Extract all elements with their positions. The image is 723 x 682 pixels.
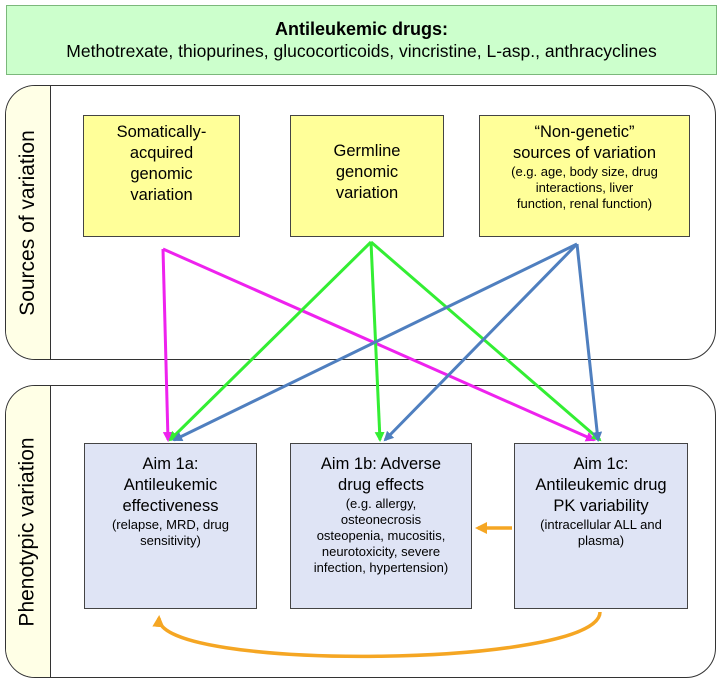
aim-1c-box: Aim 1c: Antileukemic drug PK variability…: [514, 443, 688, 609]
aim1b-detail-5: infection, hypertension): [313, 560, 449, 575]
nongenetic-line-1: “Non-genetic”: [534, 123, 635, 141]
somatic-line-2: acquired: [129, 144, 194, 162]
aim1a-line-3: effectiveness: [122, 497, 219, 515]
aim1b-line-1: Aim 1b: Adverse: [320, 455, 442, 473]
aim1b-detail-2: osteonecrosis: [340, 512, 422, 527]
aim1a-detail-1: (relapse, MRD, drug: [111, 517, 230, 532]
nongenetic-to-aim1c-arrow: [575, 243, 603, 442]
aim1b-detail-4: neurotoxicity, severe: [321, 544, 441, 559]
somatic-line-1: Somatically-: [116, 123, 207, 141]
germline-line-1: Germline: [333, 142, 401, 160]
aim1c-detail-2: plasma): [577, 533, 625, 548]
nongenetic-to-aim1a-arrow: [172, 242, 578, 442]
germline-to-aim1c-arrow: [370, 240, 602, 442]
germline-variation-box: Germline genomic variation: [290, 115, 444, 237]
somatic-variation-box: Somatically- acquired genomic variation: [83, 115, 240, 237]
somatic-to-aim1a-arrow: [161, 248, 173, 442]
nongenetic-detail-3: function, renal function): [516, 196, 653, 211]
nongenetic-line-2: sources of variation: [512, 144, 657, 162]
banner-drug-list: Methotrexate, thiopurines, glucocorticoi…: [66, 41, 657, 61]
sources-side-strip: [6, 86, 51, 359]
aim1a-line-2: Antileukemic: [123, 476, 218, 494]
aim1c-line-2: Antileukemic drug: [535, 476, 667, 494]
antileukemic-drugs-banner: Antileukemic drugs: Methotrexate, thiopu…: [6, 5, 717, 75]
aim1b-detail-3: osteopenia, mucositis,: [316, 528, 446, 543]
aim1c-to-aim1a-curved-arrow: [152, 611, 602, 659]
aim-1b-box: Aim 1b: Adverse drug effects (e.g. aller…: [290, 443, 472, 609]
nongenetic-detail-2: interactions, liver: [535, 180, 634, 195]
somatic-line-4: variation: [130, 186, 193, 204]
phenotypic-side-strip: [6, 386, 51, 677]
aim1a-line-1: Aim 1a:: [142, 455, 199, 473]
banner-title: Antileukemic drugs:: [274, 19, 449, 39]
nongenetic-detail-1: (e.g. age, body size, drug: [511, 164, 658, 179]
aim1c-detail-1: (intracellular ALL and: [540, 517, 662, 532]
aim-1a-box: Aim 1a: Antileukemic effectiveness (rela…: [84, 443, 257, 609]
germline-to-aim1a-arrow: [168, 240, 373, 442]
non-genetic-variation-box: “Non-genetic” sources of variation (e.g.…: [479, 115, 690, 237]
aim1c-line-3: PK variability: [553, 497, 649, 515]
aim1a-detail-2: sensitivity): [140, 533, 201, 548]
somatic-line-3: genomic: [130, 165, 193, 183]
aim1b-detail-1: (e.g. allergy,: [345, 496, 417, 511]
germline-line-2: genomic: [335, 163, 399, 181]
aim1c-line-1: Aim 1c:: [573, 455, 629, 473]
aim1b-line-2: drug effects: [338, 476, 424, 494]
germline-line-3: variation: [335, 184, 399, 202]
somatic-to-aim1c-arrow: [162, 247, 596, 442]
nongenetic-to-aim1b-arrow: [383, 242, 579, 442]
